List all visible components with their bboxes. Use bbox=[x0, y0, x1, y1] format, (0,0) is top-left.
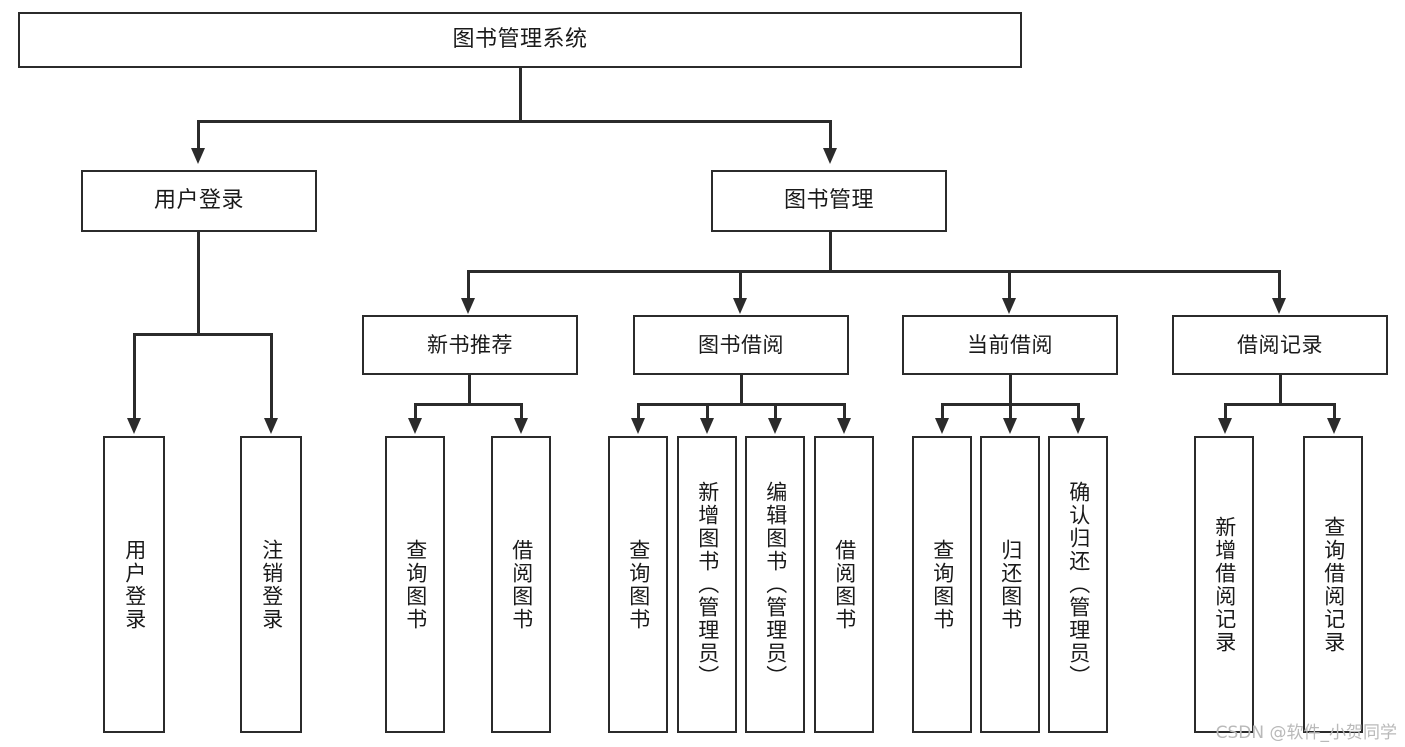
arrow-to-leaf-cb-query bbox=[935, 418, 949, 434]
leaf-query-borrow-record[interactable]: 查询借阅记录 bbox=[1303, 436, 1363, 733]
arrow-to-leaf-br-add bbox=[1218, 418, 1232, 434]
connector-drop-leaf-nb-borrow bbox=[520, 403, 523, 420]
leaf-borrow-book[interactable]: 借阅图书 bbox=[814, 436, 874, 733]
node-label: 图书管理系统 bbox=[452, 27, 588, 53]
leaf-confirm-return-admin[interactable]: 确认归还（管理员） bbox=[1048, 436, 1108, 733]
connector-drop-leaf-logout bbox=[270, 333, 273, 420]
connector-borrow-record-bus bbox=[1224, 403, 1335, 406]
connector-book-borrow-stem bbox=[740, 375, 743, 405]
connector-user-login-stem bbox=[197, 232, 200, 335]
arrow-to-new-book-recommend bbox=[461, 298, 475, 314]
arrow-to-leaf-bb-query bbox=[631, 418, 645, 434]
arrow-to-leaf-user-login bbox=[127, 418, 141, 434]
node-label: 借阅记录 bbox=[1237, 332, 1323, 357]
arrow-to-leaf-br-query bbox=[1327, 418, 1341, 434]
leaf-label: 注销登录 bbox=[259, 538, 284, 631]
leaf-label: 查询图书 bbox=[626, 538, 651, 631]
leaf-label: 用户登录 bbox=[122, 538, 147, 631]
leaf-return-book[interactable]: 归还图书 bbox=[980, 436, 1040, 733]
leaf-label: 确认归还（管理员） bbox=[1066, 481, 1091, 688]
connector-book-management-stem bbox=[829, 232, 832, 272]
connector-drop-borrow-record bbox=[1278, 270, 1281, 300]
connector-drop-user-login bbox=[197, 120, 200, 150]
connector-drop-leaf-bb-query bbox=[637, 403, 640, 420]
arrow-to-leaf-bb-edit bbox=[768, 418, 782, 434]
connector-drop-leaf-bb-borrow bbox=[843, 403, 846, 420]
connector-drop-new-book-recommend bbox=[467, 270, 470, 300]
connector-level2-bus bbox=[197, 120, 832, 123]
leaf-label: 查询图书 bbox=[403, 538, 428, 631]
leaf-label: 新增图书（管理员） bbox=[695, 481, 720, 688]
leaf-user-login[interactable]: 用户登录 bbox=[103, 436, 165, 733]
connector-new-book-recommend-bus bbox=[414, 403, 522, 406]
node-current-borrow[interactable]: 当前借阅 bbox=[902, 315, 1118, 375]
arrow-to-leaf-nb-borrow bbox=[514, 418, 528, 434]
leaf-borrow-book-recommend[interactable]: 借阅图书 bbox=[491, 436, 551, 733]
connector-drop-current-borrow bbox=[1008, 270, 1011, 300]
connector-root-stem bbox=[519, 68, 522, 120]
node-root-book-management-system[interactable]: 图书管理系统 bbox=[18, 12, 1022, 68]
leaf-query-book-recommend[interactable]: 查询图书 bbox=[385, 436, 445, 733]
node-borrow-record[interactable]: 借阅记录 bbox=[1172, 315, 1388, 375]
arrow-to-current-borrow bbox=[1002, 298, 1016, 314]
leaf-label: 借阅图书 bbox=[509, 538, 534, 631]
leaf-label: 借阅图书 bbox=[832, 538, 857, 631]
node-book-borrow[interactable]: 图书借阅 bbox=[633, 315, 849, 375]
node-user-login[interactable]: 用户登录 bbox=[81, 170, 317, 232]
connector-user-login-bus bbox=[133, 333, 272, 336]
connector-drop-book-borrow bbox=[739, 270, 742, 300]
arrow-to-book-borrow bbox=[733, 298, 747, 314]
connector-drop-leaf-br-add bbox=[1224, 403, 1227, 420]
leaf-query-book-current[interactable]: 查询图书 bbox=[912, 436, 972, 733]
connector-book-borrow-bus bbox=[637, 403, 845, 406]
connector-current-borrow-stem bbox=[1009, 375, 1012, 405]
arrow-to-leaf-logout bbox=[264, 418, 278, 434]
connector-drop-leaf-cb-return bbox=[1009, 403, 1012, 420]
node-label: 新书推荐 bbox=[427, 332, 513, 357]
arrow-to-book-management bbox=[823, 148, 837, 164]
connector-new-book-recommend-stem bbox=[468, 375, 471, 405]
connector-drop-leaf-bb-edit bbox=[774, 403, 777, 420]
leaf-query-book-borrow[interactable]: 查询图书 bbox=[608, 436, 668, 733]
arrow-to-borrow-record bbox=[1272, 298, 1286, 314]
connector-drop-book-management bbox=[829, 120, 832, 150]
connector-drop-leaf-cb-confirm bbox=[1077, 403, 1080, 420]
leaf-label: 查询借阅记录 bbox=[1321, 515, 1346, 654]
connector-level3-bus bbox=[467, 270, 1280, 273]
connector-drop-leaf-user-login bbox=[133, 333, 136, 420]
connector-borrow-record-stem bbox=[1279, 375, 1282, 405]
leaf-label: 查询图书 bbox=[930, 538, 955, 631]
node-new-book-recommend[interactable]: 新书推荐 bbox=[362, 315, 578, 375]
arrow-to-leaf-cb-confirm bbox=[1071, 418, 1085, 434]
node-label: 图书管理 bbox=[783, 188, 874, 214]
leaf-label: 归还图书 bbox=[998, 538, 1023, 631]
connector-drop-leaf-bb-add bbox=[706, 403, 709, 420]
leaf-label: 编辑图书（管理员） bbox=[763, 481, 788, 688]
node-label: 图书借阅 bbox=[698, 332, 784, 357]
arrow-to-leaf-cb-return bbox=[1003, 418, 1017, 434]
arrow-to-user-login bbox=[191, 148, 205, 164]
leaf-add-book-admin[interactable]: 新增图书（管理员） bbox=[677, 436, 737, 733]
connector-drop-leaf-nb-query bbox=[414, 403, 417, 420]
leaf-edit-book-admin[interactable]: 编辑图书（管理员） bbox=[745, 436, 805, 733]
arrow-to-leaf-bb-borrow bbox=[837, 418, 851, 434]
arrow-to-leaf-nb-query bbox=[408, 418, 422, 434]
leaf-logout[interactable]: 注销登录 bbox=[240, 436, 302, 733]
node-book-management[interactable]: 图书管理 bbox=[711, 170, 947, 232]
connector-drop-leaf-br-query bbox=[1333, 403, 1336, 420]
node-label: 当前借阅 bbox=[967, 332, 1053, 357]
leaf-label: 新增借阅记录 bbox=[1212, 515, 1237, 654]
node-label: 用户登录 bbox=[153, 188, 244, 214]
arrow-to-leaf-bb-add bbox=[700, 418, 714, 434]
connector-drop-leaf-cb-query bbox=[941, 403, 944, 420]
leaf-add-borrow-record[interactable]: 新增借阅记录 bbox=[1194, 436, 1254, 733]
